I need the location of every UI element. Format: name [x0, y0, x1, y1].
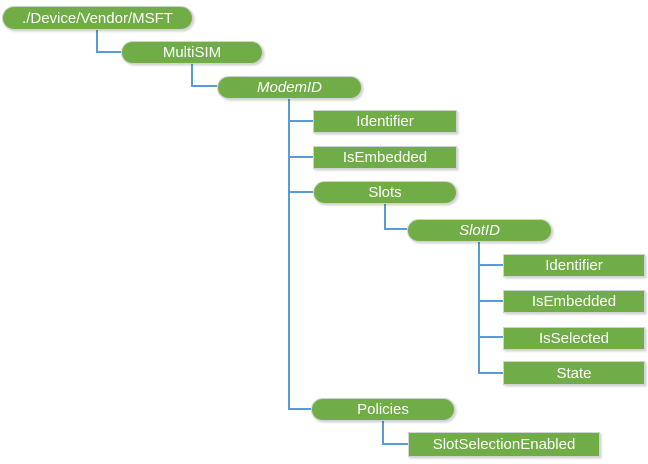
node-root: ./Device/Vendor/MSFT [2, 6, 193, 30]
connector-root-multisim-vertical [96, 29, 98, 53]
connector-policies-slotselection-vertical [382, 420, 384, 445]
connector-slotid-isembedded-branch [478, 300, 503, 302]
connector-slots-slotid-horizontal [384, 228, 407, 230]
connector-slots-slotid-vertical [384, 203, 386, 230]
connector-slotid-trunk [478, 241, 480, 374]
node-multisim: MultiSIM [121, 41, 263, 64]
connector-modemid-trunk [288, 98, 290, 410]
connector-modemid-isembedded-branch [288, 156, 313, 158]
connector-slotid-state-branch [478, 372, 503, 374]
connector-modemid-identifier-branch [288, 120, 313, 122]
connector-root-multisim-horizontal [96, 51, 121, 53]
node-modem-identifier: Identifier [313, 110, 457, 133]
node-slotid: SlotID [407, 219, 552, 242]
node-modem-isembedded: IsEmbedded [313, 146, 457, 169]
node-slots: Slots [313, 181, 457, 204]
connector-slotid-isselected-branch [478, 336, 503, 338]
connector-slotid-identifier-branch [478, 264, 503, 266]
connector-policies-slotselection-horizontal [382, 443, 408, 445]
node-slotselectionenabled: SlotSelectionEnabled [408, 432, 600, 457]
connector-modemid-slots-branch [288, 191, 313, 193]
node-slot-state: State [503, 361, 645, 385]
node-slot-isselected: IsSelected [503, 327, 645, 350]
connector-multisim-modemid-horizontal [191, 85, 217, 87]
node-policies: Policies [311, 398, 455, 421]
connector-multisim-modemid-vertical [191, 63, 193, 87]
node-modemid: ModemID [217, 76, 362, 99]
node-slot-identifier: Identifier [503, 254, 645, 277]
connector-modemid-policies-branch [288, 408, 311, 410]
node-slot-isembedded: IsEmbedded [503, 290, 645, 313]
